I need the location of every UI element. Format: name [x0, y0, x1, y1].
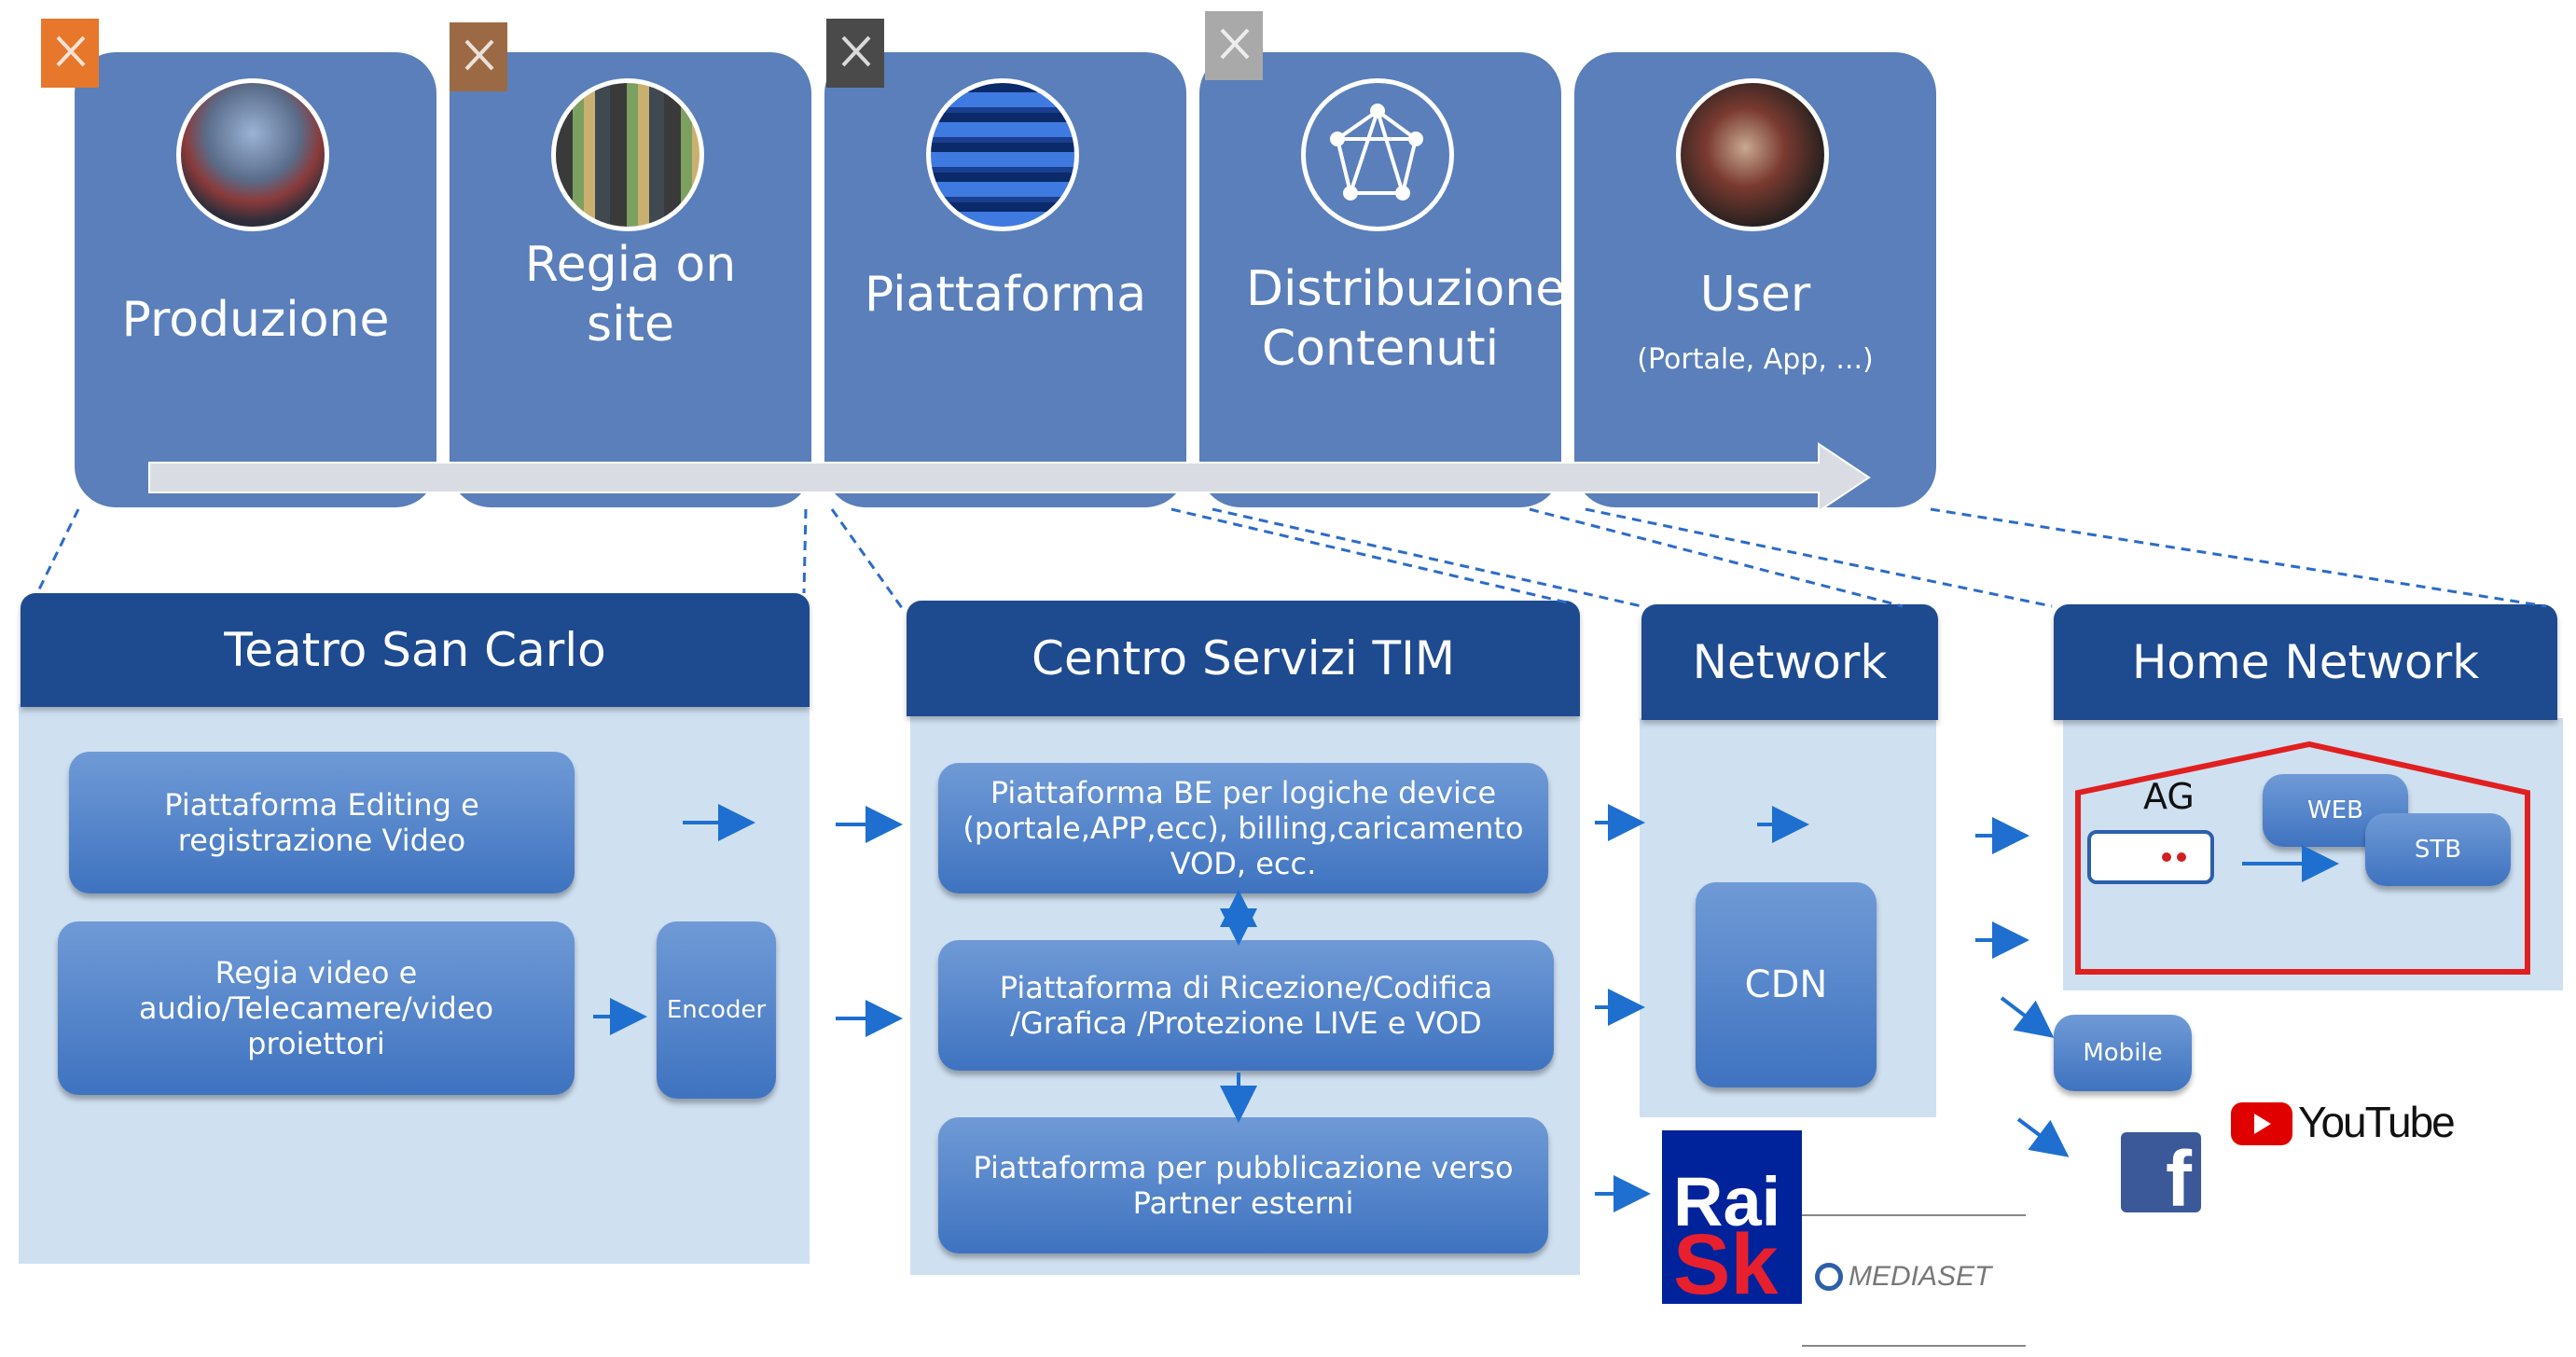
- facebook-logo-icon: f: [2121, 1132, 2201, 1212]
- ricezione-platform-box: Piattaforma di Ricezione/Codifica /Grafi…: [938, 940, 1554, 1071]
- network-section-title: Network: [1641, 604, 1938, 720]
- network-graph-icon: [1301, 78, 1454, 231]
- timeline-arrow: [148, 442, 1871, 513]
- ag-device-icon: [2087, 830, 2214, 884]
- stage-card-piattaforma: Piattaforma: [824, 52, 1186, 507]
- stadium-photo-icon: [176, 78, 329, 231]
- centro-section-title: Centro Servizi TIM: [907, 601, 1580, 716]
- youtube-logo-icon: [2231, 1102, 2292, 1145]
- sky-wordmark: Sk: [1673, 1217, 1779, 1304]
- mediaset-wordmark: MEDIASET: [1849, 1261, 1992, 1292]
- stage-label: Piattaforma: [864, 267, 1147, 323]
- mobile-box: Mobile: [2054, 1015, 2192, 1091]
- teatro-section-title: Teatro San Carlo: [21, 593, 810, 707]
- stage-label: User: [1699, 267, 1811, 323]
- mediaset-biscione-icon: [1815, 1263, 1843, 1291]
- mediaset-logo: MEDIASET: [1802, 1214, 2026, 1347]
- stage-sublabel: (Portale, App, ...): [1637, 343, 1874, 376]
- stb-box: STB: [2365, 813, 2511, 886]
- stage-card-regia: Regia on site: [450, 52, 811, 507]
- stage-label: Produzione: [121, 292, 390, 348]
- stage-card-distribuzione: Distribuzione Contenuti: [1199, 52, 1566, 507]
- control-room-photo-icon: [551, 78, 704, 231]
- pubblicazione-platform-box: Piattaforma per pubblicazione verso Part…: [938, 1117, 1548, 1253]
- rai-wordmark: Rai: [1673, 1163, 1781, 1240]
- concert-photo-icon: [1676, 78, 1829, 231]
- rai-sky-logo-icon: Rai Sk: [1662, 1130, 1802, 1304]
- home-section-title: Home Network: [2054, 604, 2557, 720]
- editing-platform-box: Piattaforma Editing e registrazione Vide…: [69, 752, 575, 893]
- youtube-wordmark: YouTube: [2298, 1098, 2456, 1146]
- stage-card-produzione: Produzione: [75, 52, 436, 507]
- stage-label: Regia on site: [524, 237, 737, 353]
- server-rack-photo-icon: [926, 78, 1079, 231]
- stage-label: Distribuzione Contenuti: [1246, 261, 1566, 377]
- cdn-box: CDN: [1696, 882, 1877, 1087]
- ag-label: AG: [2143, 776, 2195, 817]
- encoder-box: Encoder: [657, 921, 776, 1099]
- regia-video-box: Regia video e audio/Telecamere/video pro…: [58, 921, 575, 1095]
- stage-card-user: User (Portale, App, ...): [1574, 52, 1936, 507]
- be-platform-box: Piattaforma BE per logiche device (porta…: [938, 763, 1548, 893]
